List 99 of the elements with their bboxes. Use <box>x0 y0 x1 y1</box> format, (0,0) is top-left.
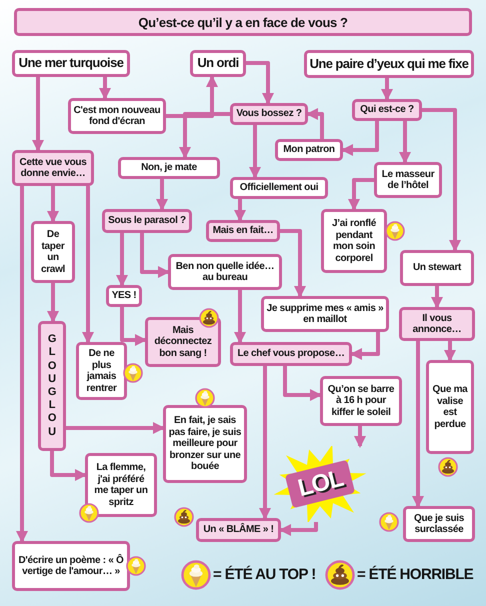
arrow <box>166 75 218 118</box>
arrow <box>350 332 380 360</box>
box-text: Qui est-ce ? <box>360 104 414 116</box>
box-text: Mais déconnectez bon sang ! <box>153 324 213 360</box>
arrow <box>348 178 374 211</box>
box-text: Le chef vous propose… <box>237 348 345 360</box>
arrow <box>283 366 322 401</box>
arrow <box>156 179 168 211</box>
arrow <box>66 422 165 434</box>
answer-box <box>400 250 474 286</box>
arrow <box>234 199 246 222</box>
box-text: De taper un crawl <box>40 229 66 275</box>
question-box <box>38 321 66 451</box>
question-box <box>145 317 221 367</box>
question-box <box>196 518 281 542</box>
answer-box <box>304 50 474 78</box>
box-text: Un « BLÂME » ! <box>203 524 274 536</box>
arrow <box>279 522 318 536</box>
arrow <box>422 108 461 252</box>
question-box <box>230 342 352 366</box>
arrow <box>431 286 443 309</box>
arrow <box>50 451 87 481</box>
box-text: Un ordi <box>197 56 239 71</box>
box-text: Que je suis surclassée <box>412 512 466 536</box>
answer-box <box>12 541 130 591</box>
box-text: Une mer turquoise <box>18 56 124 71</box>
question-box <box>230 103 308 125</box>
arrow <box>412 341 424 508</box>
box-text: Mon patron <box>283 144 335 156</box>
question-box <box>352 99 422 121</box>
arrow <box>354 426 366 448</box>
box-text: De ne plus jamais rentrer <box>85 348 118 394</box>
answer-box <box>403 506 475 542</box>
answer-box <box>230 177 328 199</box>
arrow <box>444 341 456 362</box>
box-text: D'écrire un poème : « Ô vertige de l'amour… » <box>18 554 124 578</box>
box-text: Qu’on se barre à 16 h pour kiffer le soleil <box>326 384 396 418</box>
arrow <box>99 77 111 100</box>
answer-box <box>426 360 474 454</box>
answer-box <box>321 209 387 273</box>
box-text: Cette vue vous donne envie… <box>18 156 88 180</box>
arrow <box>381 78 393 101</box>
arrow <box>82 186 94 344</box>
box-text: Mais en fait… <box>212 225 274 237</box>
box-text: En fait, je sais pas faire, je suis meilleure pour bronzer sur une bouée <box>168 415 242 473</box>
box-text: Le masseur de l’hôtel <box>380 168 436 192</box>
legend-text: = ÉTÉ HORRIBLE <box>357 566 474 583</box>
box-text: YES ! <box>112 290 136 302</box>
answer-box <box>168 254 282 290</box>
answer-box <box>68 98 166 134</box>
box-text: Un stewart <box>412 262 462 274</box>
answer-box <box>190 50 246 77</box>
arrow <box>32 77 44 152</box>
arrow <box>259 366 271 520</box>
question-box <box>12 150 94 186</box>
answer-box <box>261 296 389 332</box>
box-text: Vous bossez ? <box>236 108 302 120</box>
answer-box <box>118 157 220 179</box>
question-box <box>102 209 192 233</box>
arrow <box>179 112 230 159</box>
arrow <box>280 229 306 298</box>
box-text: Que ma valise est perdue <box>432 384 469 430</box>
answer-box <box>320 376 402 426</box>
arrow <box>120 307 147 346</box>
question-box <box>206 220 280 242</box>
box-text: Il vous annonce… <box>412 312 462 336</box>
box-text: J’ai ronflé pendant mon soin corporel <box>331 218 377 264</box>
arrow <box>16 186 28 543</box>
box-text: GLOU GLOU <box>46 333 58 439</box>
box-text: Officiellement oui <box>240 182 318 194</box>
answer-box <box>76 342 127 400</box>
legend-text: = ÉTÉ AU TOP ! <box>213 566 316 583</box>
box-text: Une paire d’yeux qui me fixe <box>310 56 468 72</box>
question-box <box>399 307 475 341</box>
answer-box <box>12 50 130 77</box>
burst-text: LOL <box>294 465 346 503</box>
arrow <box>246 61 274 105</box>
answer-box <box>275 139 343 161</box>
box-text: Je supprime mes « amis » en maillot <box>266 302 384 326</box>
arrow <box>306 108 324 139</box>
arrow <box>116 233 128 287</box>
answer-box <box>31 221 75 283</box>
box-text: Sous le parasol ? <box>108 215 186 227</box>
box-text: La flemme, j'ai préféré me taper un spritz <box>93 462 149 508</box>
arrow <box>234 290 246 344</box>
box-text: Non, je mate <box>141 162 197 174</box>
answer-box <box>106 285 142 307</box>
answer-box <box>163 405 247 483</box>
arrow <box>47 186 59 223</box>
answer-box <box>85 453 157 517</box>
arrow <box>249 125 261 179</box>
box-text: Ben non quelle idée… au bureau <box>174 260 276 284</box>
title-banner: Qu’est-ce qu’il y a en face de vous ? <box>14 8 472 36</box>
arrow <box>47 283 59 323</box>
arrow <box>341 121 379 156</box>
arrow <box>140 233 170 278</box>
box-text: C'est mon nouveau fond d'écran <box>73 104 161 128</box>
arrow <box>399 121 411 164</box>
answer-box <box>374 162 442 198</box>
